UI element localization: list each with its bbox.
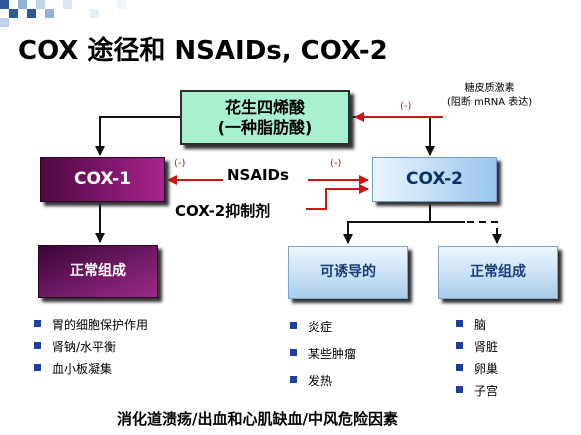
list-item: 脑 [454,316,498,333]
risk-factor-footer: 消化道溃疡/出血和心肌缺血/中风危险因素 [117,410,398,428]
arachidonic-acid-box: 花生四烯酸 (一种脂肪酸) [180,90,350,145]
inhibit-sign-cox1: (-) [174,158,186,169]
cox2-box: COX-2 [372,157,497,202]
glucocorticoid-label: 糖皮质激素 (阻断 mRNA 表达) [447,82,532,109]
cox2-normal-box: 正常组成 [438,246,558,299]
inhibit-sign-glucocorticoid: (-) [400,101,412,112]
list-item: 胃的细胞保护作用 [32,316,148,333]
arrow-cox2-to-normal-dashed [467,221,502,244]
list-item: 卵巢 [454,360,498,377]
page-title: COX 途径和 NSAIDs, COX-2 [18,36,388,66]
list-item: 血小板凝集 [32,360,148,377]
list-item: 发热 [288,372,356,389]
cox2-normal-list: 脑 肾脏 卵巢 子宫 [454,316,498,404]
corner-decoration [0,0,140,30]
cox2-inhibitor-label: COX-2抑制剂 [175,202,271,220]
list-item: 子宫 [454,382,498,399]
cox2-inducible-list: 炎症 某些肿瘤 发热 [288,318,356,399]
glucocorticoid-note: (阻断 mRNA 表达) [447,96,533,108]
glucocorticoid-name: 糖皮质激素 [464,83,515,94]
arachidonic-subtitle: (一种脂肪酸) [217,117,313,137]
cox1-box: COX-1 [40,157,165,202]
cox1-label: COX-1 [74,169,131,190]
list-item: 肾钠/水平衡 [32,338,148,355]
arrow-arachidonic-to-cox2 [350,116,435,156]
list-item: 某些肿瘤 [288,345,356,362]
cox1-normal-label: 正常组成 [70,263,126,280]
cox1-function-list: 胃的细胞保护作用 肾钠/水平衡 血小板凝集 [32,316,148,382]
cox1-normal-box: 正常组成 [38,245,158,298]
arrow-cox2-to-inducible [343,202,431,244]
list-item: 炎症 [288,318,356,335]
nsaids-label: NSAIDs [227,166,289,184]
inhibit-sign-cox2: (-) [330,158,342,169]
arachidonic-title: 花生四烯酸 [224,98,305,118]
cox2-inducible-label: 可诱导的 [320,264,376,281]
cox2-inducible-box: 可诱导的 [288,246,408,299]
cox2-label: COX-2 [406,169,463,190]
inhibit-arrow-cox2inhibitor [306,184,369,210]
cox2-normal-label: 正常组成 [470,264,526,281]
list-item: 肾脏 [454,338,498,355]
arrow-arachidonic-to-cox1 [95,116,180,156]
